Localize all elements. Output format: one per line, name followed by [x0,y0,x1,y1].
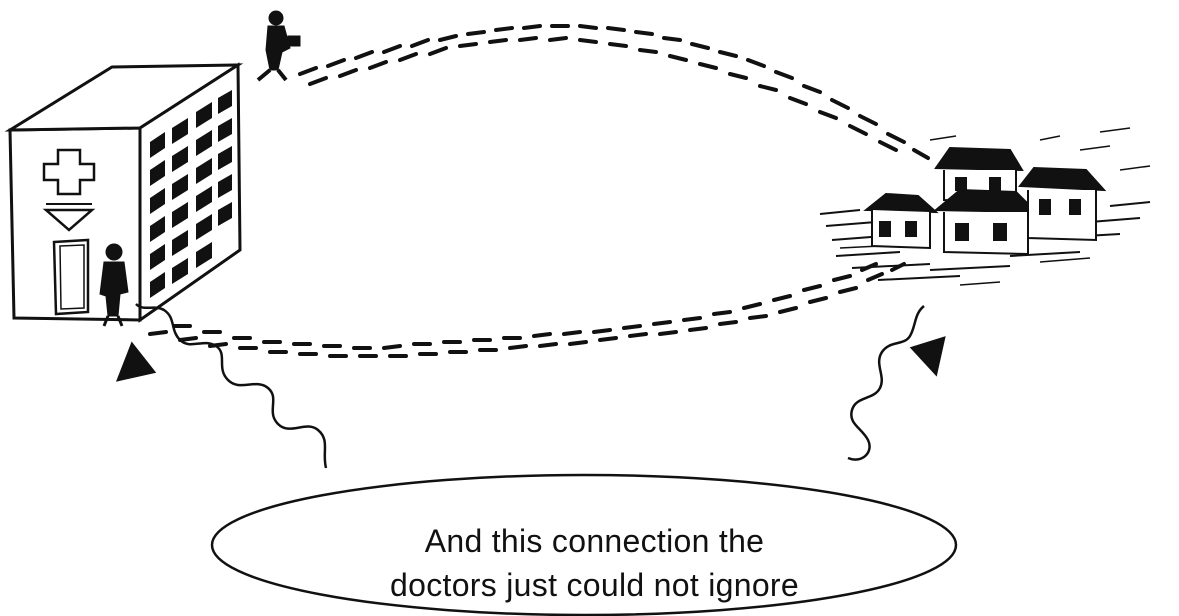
arrow-to-hospital [118,304,326,468]
footprints-path-lower [150,264,904,356]
caption-line-2: doctors just could not ignore [5,567,1179,604]
footprints-path-upper [300,26,928,158]
caption-line-1: And this connection the [5,523,1179,560]
walking-person-icon [258,11,300,80]
arrow-to-village [848,306,944,460]
village-houses-icon [820,128,1150,285]
